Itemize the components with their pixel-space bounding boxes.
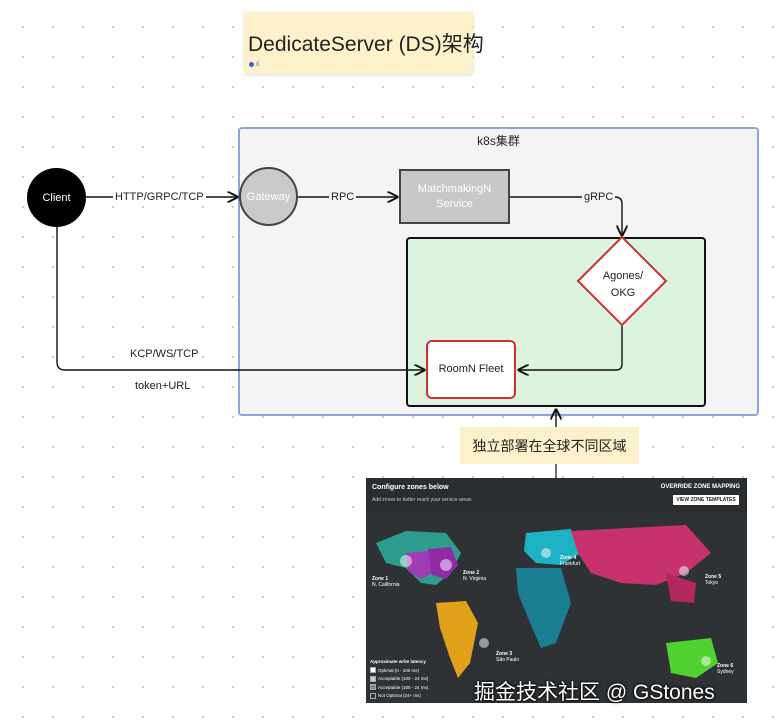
- room-fleet-node: RoomN Fleet: [426, 340, 516, 399]
- latency-legend: Approximate write latency Optimal (0 - 1…: [370, 658, 428, 701]
- legend-swatch: [370, 684, 376, 691]
- legend-swatch: [370, 675, 376, 682]
- agones-diamond: [576, 235, 668, 327]
- map-header-title: Configure zones below: [372, 484, 449, 491]
- zone-map-screenshot: Configure zones below Add zones to bette…: [366, 478, 747, 703]
- badge-text: ǒ: [256, 62, 260, 69]
- title-note: DedicateServer (DS)架构 ǒ: [244, 12, 484, 74]
- avatar-icon: [249, 62, 254, 67]
- override-zone-link[interactable]: OVERRIDE ZONE MAPPING: [660, 484, 740, 490]
- legend-item: Acceptable (100 - 24 ms): [378, 684, 429, 690]
- legend-item: Acceptable (100 - 24 ms): [378, 676, 429, 681]
- deploy-note: 独立部署在全球不同区域: [460, 427, 639, 464]
- label-grpc: gRPC: [582, 191, 616, 203]
- map-header-subtitle: Add zones to better reach your service a…: [372, 497, 472, 503]
- k8s-cluster-label: k8s集群: [477, 134, 520, 148]
- world-map: [366, 513, 747, 703]
- legend-swatch: [370, 667, 376, 674]
- client-node: Client: [27, 168, 86, 227]
- watermark: 掘金技术社区 @ GStones: [474, 681, 715, 704]
- view-zone-templates-button[interactable]: VIEW ZONE TEMPLATES: [673, 495, 739, 505]
- label-token-url: token+URL: [135, 380, 191, 392]
- edge-client-room: [56, 227, 424, 370]
- edge-agones-room: [519, 325, 623, 370]
- label-kcp-ws-tcp: KCP/WS/TCP: [130, 348, 199, 360]
- label-http-grpc-tcp: HTTP/GRPC/TCP: [113, 191, 206, 203]
- label-rpc: RPC: [329, 191, 357, 203]
- map-header: Configure zones below Add zones to bette…: [366, 478, 747, 513]
- legend-item: Not Optimal (24+ ms): [378, 693, 421, 698]
- gateway-node: Gateway: [239, 167, 298, 226]
- legend-item: Optimal (0 - 100 ms): [378, 667, 420, 673]
- legend-swatch: [370, 692, 376, 699]
- author-badge: ǒ: [249, 62, 259, 68]
- diagram-title: DedicateServer (DS)架构: [248, 33, 484, 56]
- legend-title: Approximate write latency: [370, 659, 427, 664]
- matchmaking-service-node: MatchmakingN Service: [399, 169, 510, 224]
- agones-okg-label: Agones/ OKG: [602, 270, 644, 299]
